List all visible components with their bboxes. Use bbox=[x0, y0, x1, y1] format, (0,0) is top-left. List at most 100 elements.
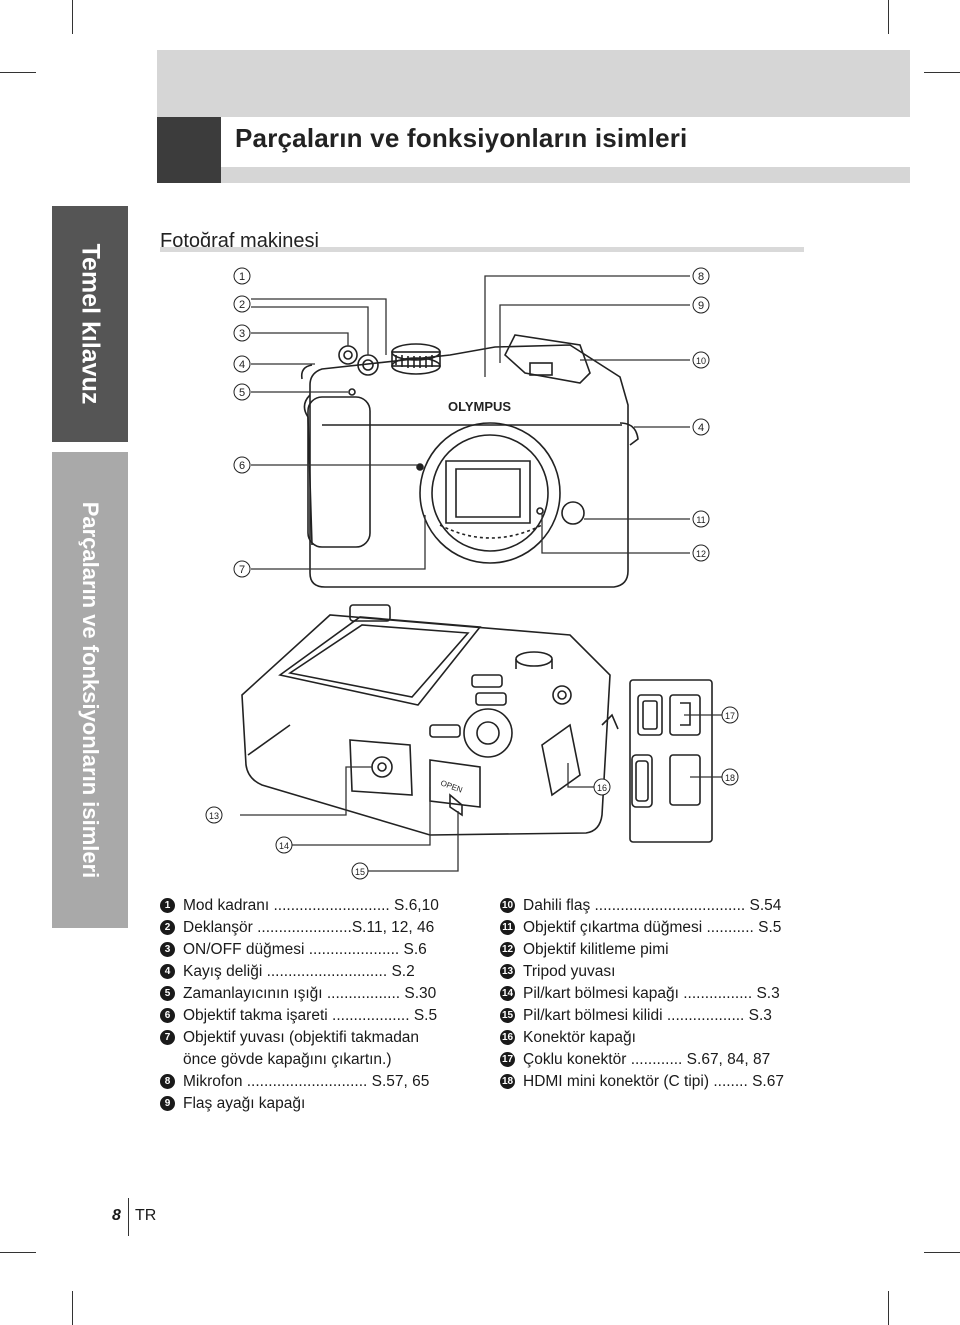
legend-item-text: Konektör kapağı bbox=[523, 1029, 636, 1046]
legend-item-text: Mod kadranı ........................... … bbox=[183, 897, 439, 914]
legend-item: 18 HDMI mini konektör (C tipi) ........ S… bbox=[500, 1071, 810, 1093]
legend-item: 14 Pil/kart bölmesi kapağı ..............… bbox=[500, 983, 810, 1005]
svg-text:13: 13 bbox=[209, 811, 219, 821]
item-number-badge: 8 bbox=[160, 1074, 175, 1089]
legend-item-text: Mikrofon ............................ S.… bbox=[183, 1073, 430, 1090]
crop-mark bbox=[924, 1252, 960, 1253]
leader-lines bbox=[240, 275, 722, 872]
legend-left: 1 Mod kadranı ...........................… bbox=[160, 895, 470, 1115]
svg-text:6: 6 bbox=[239, 460, 245, 472]
svg-text:17: 17 bbox=[725, 711, 735, 721]
legend-item: 16 Konektör kapağı bbox=[500, 1027, 810, 1049]
svg-text:1: 1 bbox=[239, 271, 245, 283]
title-accent-block bbox=[157, 117, 221, 183]
svg-text:15: 15 bbox=[355, 867, 365, 877]
svg-text:5: 5 bbox=[239, 387, 245, 399]
callout-marker: 9 bbox=[692, 296, 710, 314]
item-number-badge: 14 bbox=[500, 986, 515, 1001]
legend-item-text: Objektif kilitleme pimi bbox=[523, 941, 669, 958]
callout-marker: 1 bbox=[233, 267, 251, 285]
svg-text:4: 4 bbox=[239, 359, 245, 371]
svg-text:14: 14 bbox=[279, 841, 289, 851]
item-number-badge: 17 bbox=[500, 1052, 515, 1067]
legend-item-continuation: önce gövde kapağını çıkartın.) bbox=[183, 1051, 392, 1068]
crop-mark bbox=[924, 72, 960, 73]
svg-text:4: 4 bbox=[698, 422, 704, 434]
svg-text:10: 10 bbox=[696, 356, 706, 366]
legend-item-text: Objektif yuvası (objektifi takmadan bbox=[183, 1029, 420, 1046]
legend-item-text: Tripod yuvası bbox=[523, 963, 616, 980]
callout-marker: 6 bbox=[233, 456, 251, 474]
legend-item-text: Objektif takma işareti .................… bbox=[183, 1007, 438, 1024]
item-number-badge: 7 bbox=[160, 1030, 175, 1045]
legend-item: 2 Deklanşör ......................S.11, 1… bbox=[160, 917, 470, 939]
item-number-badge: 2 bbox=[160, 920, 175, 935]
legend-item-text: ON/OFF düğmesi ..................... S.6 bbox=[183, 941, 427, 958]
crop-mark bbox=[72, 0, 73, 34]
svg-text:9: 9 bbox=[698, 300, 704, 312]
connector-inset bbox=[629, 679, 713, 843]
callout-marker: 4 bbox=[692, 418, 710, 436]
callout-marker: 14 bbox=[275, 836, 293, 854]
callout-marker: 4 bbox=[233, 355, 251, 373]
svg-text:12: 12 bbox=[696, 549, 706, 559]
footer-divider bbox=[128, 1198, 129, 1236]
legend-item: 8 Mikrofon ............................ S… bbox=[160, 1071, 470, 1093]
callout-marker: 18 bbox=[721, 768, 739, 786]
item-number-badge: 9 bbox=[160, 1096, 175, 1111]
legend-item-text: Dahili flaş ............................… bbox=[523, 897, 782, 914]
legend-item-text: Pil/kart bölmesi kapağı ................… bbox=[523, 985, 780, 1002]
legend-item-text: Zamanlayıcının ışığı ................. S… bbox=[183, 985, 437, 1002]
callout-marker: 15 bbox=[351, 862, 369, 880]
callout-marker: 17 bbox=[721, 706, 739, 724]
section-rule bbox=[160, 247, 804, 252]
side-tab-primary-label: Temel kılavuz bbox=[76, 243, 105, 405]
item-number-badge: 18 bbox=[500, 1074, 515, 1089]
item-number-badge: 1 bbox=[160, 898, 175, 913]
crop-mark bbox=[0, 72, 36, 73]
svg-text:7: 7 bbox=[239, 564, 245, 576]
legend-item-text: HDMI mini konektör (C tipi) ........ S.6… bbox=[523, 1073, 784, 1090]
callout-marker: 11 bbox=[692, 510, 710, 528]
legend-item: 15 Pil/kart bölmesi kilidi ..............… bbox=[500, 1005, 810, 1027]
svg-text:2: 2 bbox=[239, 299, 245, 311]
legend-item: 13 Tripod yuvası bbox=[500, 961, 810, 983]
callout-marker: 2 bbox=[233, 295, 251, 313]
crop-mark bbox=[888, 1291, 889, 1325]
svg-text:11: 11 bbox=[696, 515, 705, 525]
item-number-badge: 5 bbox=[160, 986, 175, 1001]
callout-marker: 3 bbox=[233, 324, 251, 342]
callout-marker: 13 bbox=[205, 806, 223, 824]
page-title: Parçaların ve fonksiyonların isimleri bbox=[235, 123, 688, 153]
callout-marker: 7 bbox=[233, 560, 251, 578]
item-number-badge: 15 bbox=[500, 1008, 515, 1023]
section-heading: Fotoğraf makinesi bbox=[160, 230, 319, 252]
callout-marker: 8 bbox=[692, 267, 710, 285]
legend-item: 1 Mod kadranı ...........................… bbox=[160, 895, 470, 917]
item-number-badge: 13 bbox=[500, 964, 515, 979]
page-number: 8 bbox=[112, 1207, 121, 1224]
port-door-label: OPEN bbox=[439, 778, 464, 794]
side-tab-primary[interactable]: Temel kılavuz bbox=[52, 206, 128, 442]
legend-item-text: Kayış deliği ...........................… bbox=[183, 963, 415, 980]
legend-item-text: Çoklu konektör ............ S.67, 84, 87 bbox=[523, 1051, 771, 1068]
item-number-badge: 16 bbox=[500, 1030, 515, 1045]
title-strip bbox=[221, 117, 910, 167]
brand-logo: OLYMPUS bbox=[448, 399, 511, 414]
side-tab-secondary[interactable]: Parçaların ve fonksiyonların isimleri bbox=[52, 452, 128, 928]
legend-item-text: Objektif çıkartma düğmesi ........... S.… bbox=[523, 919, 782, 936]
svg-text:16: 16 bbox=[597, 783, 607, 793]
legend-item-text: Deklanşör ......................S.11, 12… bbox=[183, 919, 435, 936]
callout-markers: 1 2 3 4 5 6 7 8 9 10 4 11 12 13 14 15 16… bbox=[205, 267, 739, 880]
svg-text:3: 3 bbox=[239, 328, 245, 340]
legend-right: 10 Dahili flaş ..........................… bbox=[500, 895, 810, 1093]
item-number-badge: 3 bbox=[160, 942, 175, 957]
item-number-badge: 10 bbox=[500, 898, 515, 913]
legend-item: 7 Objektif yuvası (objektifi takmadan bbox=[160, 1027, 470, 1049]
legend-item-text: Pil/kart bölmesi kilidi ................… bbox=[523, 1007, 772, 1024]
svg-text:18: 18 bbox=[725, 773, 735, 783]
